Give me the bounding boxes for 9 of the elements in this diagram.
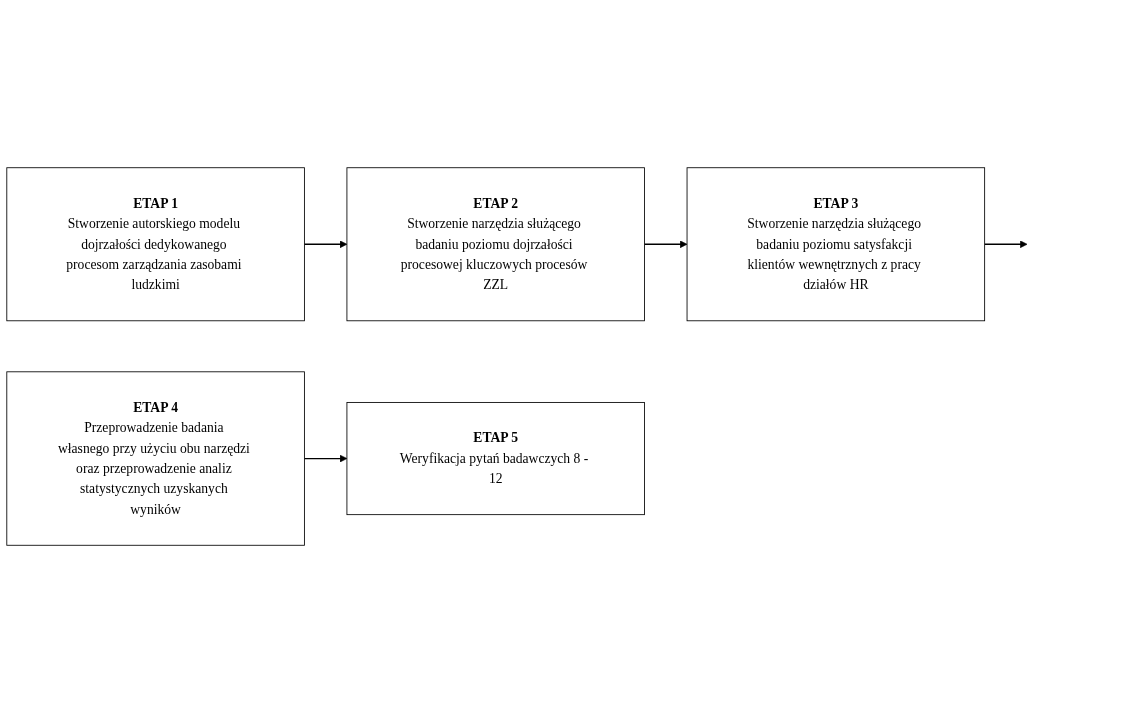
node-box: ETAP 3 Stworzenie narzędzia służącego badaniu poziomu satysfakcji klientów wewnętrznych z pracy działów HR	[686, 167, 986, 322]
arrow	[303, 454, 348, 463]
node-box: ETAP 2 Stworzenie narzędzia służącego badaniu poziomu dojrzałości procesowej kluczowych procesów ZZL	[346, 167, 645, 322]
node-box: ETAP 4 Przeprowadzenie badania własnego przy użyciu obu narzędzi oraz przeprowadzenie analiz statystycznych uzyskanych wyników	[6, 371, 305, 546]
arrow	[643, 240, 688, 248]
node-box: ETAP 5 Weryfikacja pytań badawczych 8 - 12	[346, 402, 645, 516]
arrow	[984, 240, 1028, 248]
arrow	[303, 240, 348, 248]
node-box: ETAP 1 Stworzenie autorskiego modelu dojrzałości dedykowanego procesom zarządzania zasobami ludzkimi	[6, 167, 305, 322]
